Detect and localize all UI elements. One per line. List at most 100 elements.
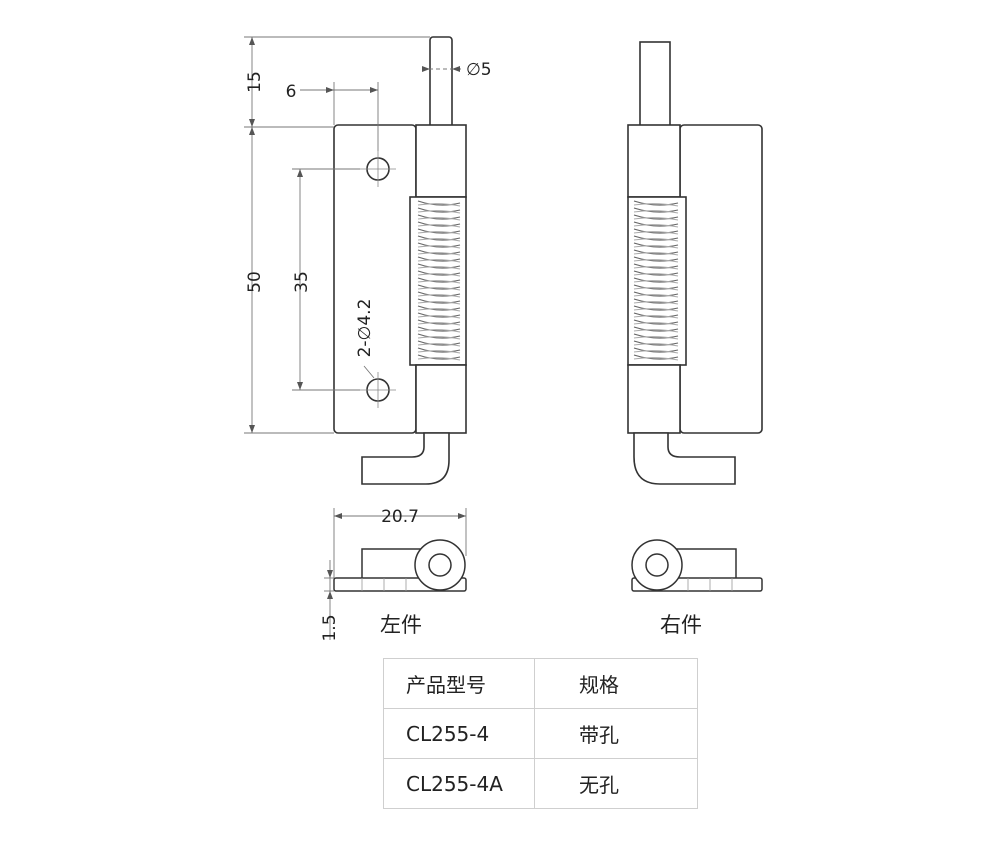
spring-coil	[417, 340, 461, 346]
spec-table: 产品型号 规格 CL255-4 带孔 CL255-4A 无孔	[383, 658, 698, 809]
right-pin	[639, 41, 671, 131]
spring-coil	[417, 214, 461, 220]
spring-coil	[417, 242, 461, 248]
spring-coil	[417, 350, 461, 354]
spring-coil	[417, 319, 461, 325]
spring-coil	[417, 235, 461, 241]
table-row: CL255-4 带孔	[383, 708, 698, 759]
spring-coil	[633, 301, 679, 305]
right-upper-knuckle	[627, 124, 681, 198]
spring-coil	[417, 228, 461, 234]
spring-coil	[417, 287, 461, 291]
caption-left-part: 左件	[380, 613, 422, 637]
spring-coil	[633, 322, 679, 326]
spring-coil	[633, 291, 679, 297]
spring-coil	[633, 210, 679, 214]
left-part-top-view	[333, 539, 467, 592]
spring-coil	[633, 242, 679, 248]
spring-coil	[417, 312, 461, 318]
dim-offset: 6	[286, 82, 297, 102]
right-part-front-view	[627, 41, 763, 485]
spring-coil	[633, 312, 679, 318]
spring-coil	[633, 238, 679, 242]
spring-coil	[633, 336, 679, 340]
spring-coil	[417, 249, 461, 255]
spring-coil	[633, 357, 679, 361]
right-part-top-view	[631, 539, 763, 592]
spring-coil	[417, 266, 461, 270]
spring-coil	[417, 280, 461, 284]
spring-coil	[633, 270, 679, 276]
spring-coil	[417, 336, 461, 340]
spring-coil	[633, 354, 679, 360]
spring-coil	[417, 231, 461, 235]
spring-coil	[633, 343, 679, 347]
right-spring-coils	[633, 200, 679, 361]
left-l-handle	[361, 432, 450, 485]
spring-coil	[417, 333, 461, 339]
spring-coil	[633, 228, 679, 234]
spring-coil	[633, 347, 679, 353]
spring-coil	[417, 315, 461, 319]
spring-coil	[417, 277, 461, 283]
left-top-plate-ticks	[361, 578, 407, 591]
width-dimension-arrows	[327, 513, 466, 599]
spring-coil	[633, 221, 679, 227]
spring-coil	[417, 298, 461, 304]
spring-coil	[633, 340, 679, 346]
spring-coil	[417, 245, 461, 249]
spring-coil	[417, 291, 461, 297]
spring-coil	[417, 357, 461, 361]
left-hole-centerlines	[360, 151, 396, 408]
spring-coil	[633, 263, 679, 269]
spring-coil	[417, 273, 461, 277]
spring-coil	[417, 301, 461, 305]
dim-thickness: 1.5	[320, 614, 340, 641]
spring-coil	[633, 266, 679, 270]
right-hinge-plate	[679, 124, 763, 434]
spring-coil	[417, 329, 461, 333]
spring-coil	[417, 221, 461, 227]
spring-coil	[633, 284, 679, 290]
spring-coil	[633, 319, 679, 325]
cell-model: CL255-4A	[383, 758, 535, 809]
right-top-knuckle-inner	[645, 553, 669, 577]
right-lower-knuckle	[627, 364, 681, 434]
spring-coil	[633, 329, 679, 333]
spring-coil	[633, 315, 679, 319]
spring-coil	[417, 270, 461, 276]
spring-coil	[417, 308, 461, 312]
spring-coil	[417, 256, 461, 262]
spring-coil	[633, 249, 679, 255]
dim-holes: 2-∅4.2	[355, 299, 375, 358]
dim-width: 20.7	[381, 507, 419, 527]
spring-coil	[633, 203, 679, 207]
left-pin	[429, 36, 453, 130]
spring-coil	[417, 252, 461, 256]
spring-coil	[633, 245, 679, 249]
spring-coil	[417, 347, 461, 353]
spring-coil	[633, 305, 679, 311]
spring-coil	[633, 350, 679, 354]
dim-height-top: 15	[245, 71, 265, 93]
spring-coil	[633, 214, 679, 220]
left-upper-knuckle	[415, 124, 467, 198]
spring-coil	[417, 326, 461, 332]
spring-coil	[417, 217, 461, 221]
left-spring-coils	[417, 200, 461, 361]
spring-coil	[633, 252, 679, 256]
right-top-plate-ticks	[687, 578, 733, 591]
spring-coil	[633, 294, 679, 298]
dim-height-total: 50	[245, 271, 265, 293]
spring-coil	[633, 287, 679, 291]
spring-coil	[633, 231, 679, 235]
spring-coil	[633, 273, 679, 277]
right-l-handle	[633, 432, 736, 485]
spring-coil	[417, 294, 461, 298]
cell-spec: 带孔	[534, 708, 698, 759]
spring-coil	[633, 280, 679, 284]
spring-coil	[633, 217, 679, 221]
spring-coil	[417, 305, 461, 311]
spring-coil	[633, 235, 679, 241]
